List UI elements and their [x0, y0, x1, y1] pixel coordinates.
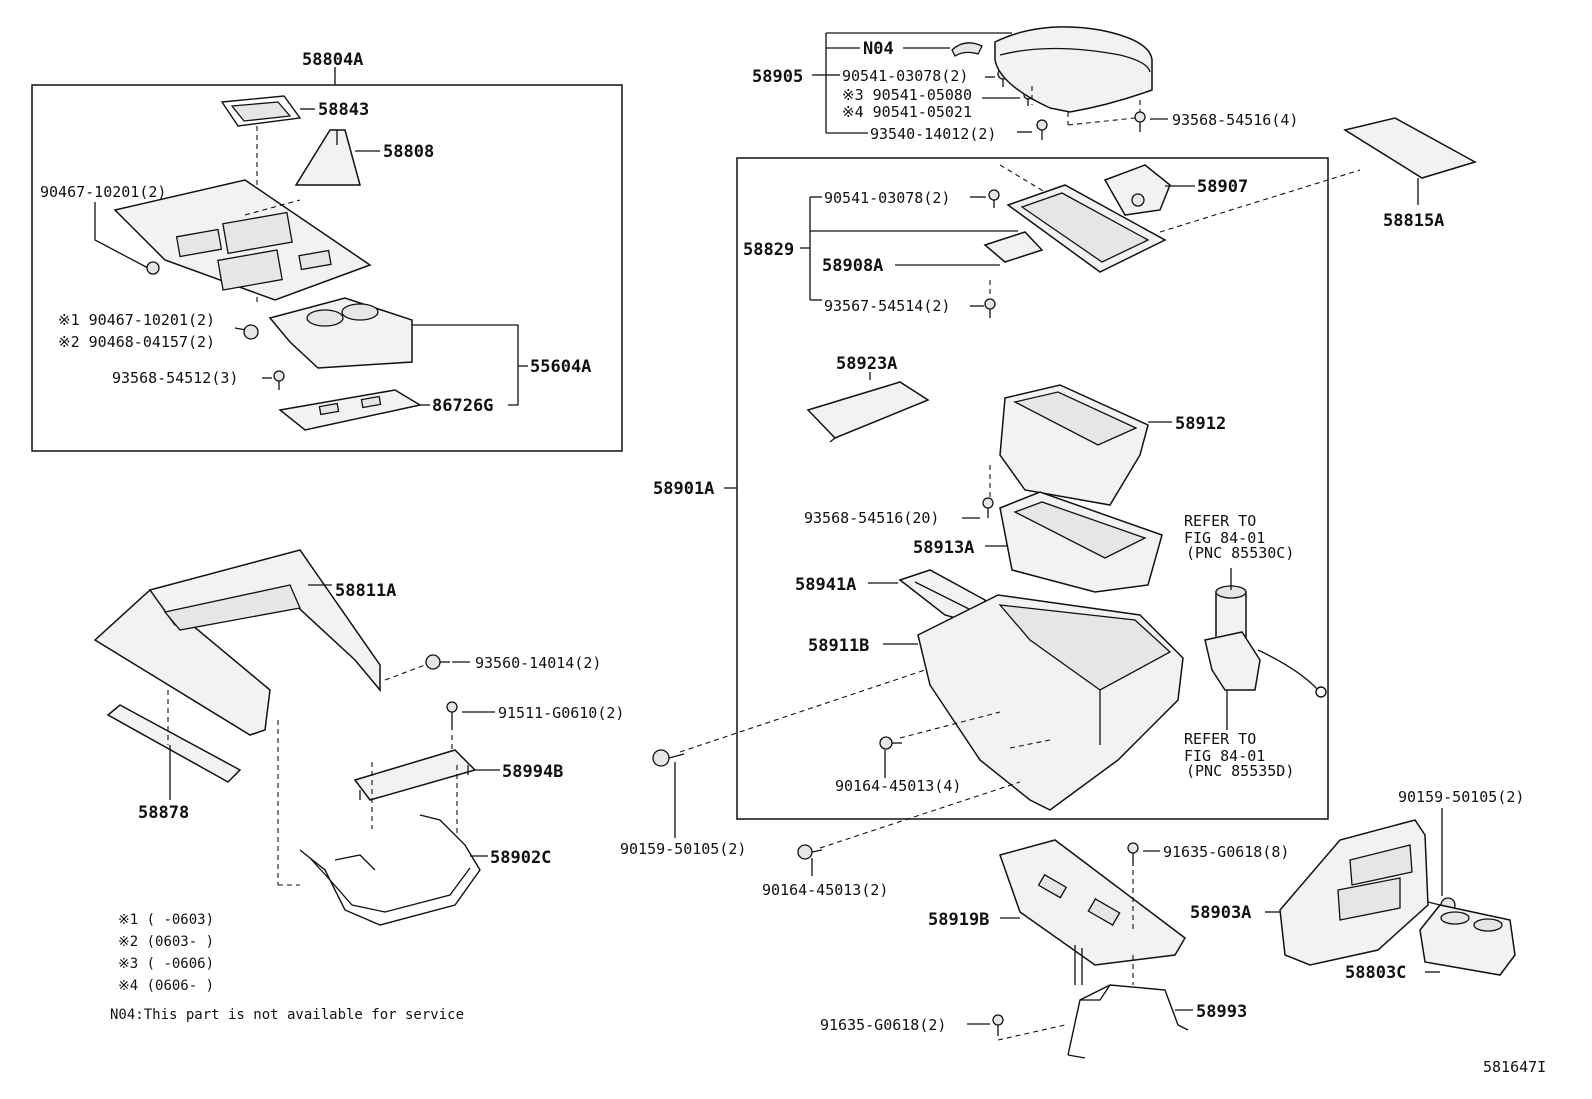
label-m4-90541-05021: ※4 90541-05021	[842, 103, 972, 121]
screw-93560-14014-icon	[425, 654, 450, 670]
clip-90467-icon	[146, 261, 160, 275]
label-58811A: 58811A	[335, 581, 396, 601]
label-58941A: 58941A	[795, 575, 856, 595]
part-58902C-frame	[299, 814, 481, 926]
label-58902C: 58902C	[490, 848, 551, 868]
screw-91635-G0618-2-icon	[992, 1014, 1004, 1036]
screw-93540-14012-icon	[1036, 119, 1048, 140]
label-93567-54514-2: 93567-54514(2)	[824, 297, 950, 315]
screw-90541-03078-icon	[988, 189, 1000, 208]
screw-93568-54516-20-icon	[982, 497, 994, 518]
label-93568-54512-3: 93568-54512(3)	[112, 369, 238, 387]
bolt-90159-50105-left-icon	[652, 749, 685, 767]
legend-n04: N04:This part is not available for servi…	[110, 1007, 464, 1023]
label-58994B: 58994B	[502, 762, 563, 782]
part-58815A-mat	[1343, 117, 1477, 179]
part-58808-shift-boot	[294, 129, 361, 186]
part-58912-storage-box	[999, 384, 1149, 506]
screw-93567-54514-icon	[984, 298, 996, 318]
label-m1-90467-10201-2: ※1 90467-10201(2)	[58, 311, 215, 329]
part-58811A-lower-panel	[93, 549, 381, 736]
part-58911B-console-body	[917, 594, 1184, 811]
label-90159-50105-2-left: 90159-50105(2)	[620, 840, 746, 858]
label-m2-90468-04157-2: ※2 90468-04157(2)	[58, 333, 215, 351]
label-93568-54516-20: 93568-54516(20)	[804, 509, 939, 527]
label-58903A: 58903A	[1190, 903, 1251, 923]
label-93568-54516-4: 93568-54516(4)	[1172, 111, 1298, 129]
label-58815A: 58815A	[1383, 211, 1444, 231]
label-90159-50105-2-right: 90159-50105(2)	[1398, 788, 1524, 806]
screw-90164-45013-4-icon	[879, 736, 902, 750]
part-86726G-plate	[278, 389, 423, 431]
part-inner-lid-tray	[1006, 184, 1167, 273]
part-58907-hinge	[1103, 164, 1171, 216]
label-58843: 58843	[318, 100, 369, 120]
label-90541-03078-2: 90541-03078(2)	[824, 189, 950, 207]
screw-91635-G0618-8-icon	[1127, 842, 1139, 866]
label-93540-14012-2: 93540-14012(2)	[870, 125, 996, 143]
legend-m4: ※4 (0606- )	[118, 978, 214, 994]
label-58901A: 58901A	[653, 479, 714, 499]
part-58878-trim-strip	[106, 704, 242, 783]
label-58993: 58993	[1196, 1002, 1247, 1022]
label-58803C: 58803C	[1345, 963, 1406, 983]
label-58808: 58808	[383, 142, 434, 162]
part-58913A-tray	[999, 491, 1163, 593]
label-93560-14014-2: 93560-14014(2)	[475, 654, 601, 672]
refer-lower-line3: (PNC 85535D)	[1186, 762, 1294, 780]
label-N04: N04	[863, 39, 894, 59]
label-58829: 58829	[743, 240, 794, 260]
label-91635-G0618-8: 91635-G0618(8)	[1163, 843, 1289, 861]
label-58804A: 58804A	[302, 50, 363, 70]
figure-id: 581647I	[1483, 1058, 1546, 1076]
group-frame-58804A	[31, 84, 623, 452]
clip-90468-icon	[243, 324, 259, 340]
part-58803C-cup-holder	[1419, 904, 1516, 976]
label-91511-G0610-2: 91511-G0610(2)	[498, 704, 624, 722]
label-58913A: 58913A	[913, 538, 974, 558]
label-55604A: 55604A	[530, 357, 591, 377]
part-cup-holder-insert	[268, 297, 413, 369]
label-86726G: 86726G	[432, 396, 493, 416]
label-58878: 58878	[138, 803, 189, 823]
part-power-outlet	[1204, 585, 1327, 698]
legend-m1: ※1 ( -0603)	[118, 912, 214, 928]
part-armrest-lid	[994, 26, 1153, 113]
screw-93568-54516-4-icon	[1134, 111, 1146, 132]
screw-90164-45013-2-icon	[797, 844, 823, 860]
refer-upper-line1: REFER TO	[1184, 512, 1256, 530]
part-58919B-bracket	[999, 839, 1186, 985]
label-58923A: 58923A	[836, 354, 897, 374]
part-58908A-latch	[983, 231, 1044, 263]
screw-93568-54512-icon	[273, 370, 285, 390]
part-upper-console-panel	[113, 179, 372, 301]
label-58908A: 58908A	[822, 256, 883, 276]
refer-upper-line2: FIG 84-01	[1184, 529, 1265, 547]
part-58843-bezel	[220, 95, 302, 127]
refer-lower-line2: FIG 84-01	[1184, 747, 1265, 765]
label-58912: 58912	[1175, 414, 1226, 434]
label-90467-10201-2: 90467-10201(2)	[40, 183, 166, 201]
legend-m2: ※2 (0603- )	[118, 934, 214, 950]
label-58919B: 58919B	[928, 910, 989, 930]
label-90164-45013-2: 90164-45013(2)	[762, 881, 888, 899]
label-58907: 58907	[1197, 177, 1248, 197]
part-N04-cap	[951, 42, 983, 57]
refer-lower-line1: REFER TO	[1184, 730, 1256, 748]
label-90541-03078-2-top: 90541-03078(2)	[842, 67, 968, 85]
label-58905: 58905	[752, 67, 803, 87]
bolt-91511-G0610-icon	[446, 701, 458, 730]
label-58911B: 58911B	[808, 636, 869, 656]
part-58923A-bracket	[806, 381, 930, 443]
legend-m3: ※3 ( -0606)	[118, 956, 214, 972]
part-58993-bracket	[1067, 984, 1189, 1059]
label-91635-G0618-2: 91635-G0618(2)	[820, 1016, 946, 1034]
label-m3-90541-05080: ※3 90541-05080	[842, 86, 972, 104]
refer-upper-line3: (PNC 85530C)	[1186, 544, 1294, 562]
part-58903A-rear-panel	[1279, 819, 1429, 966]
label-90164-45013-4: 90164-45013(4)	[835, 777, 961, 795]
